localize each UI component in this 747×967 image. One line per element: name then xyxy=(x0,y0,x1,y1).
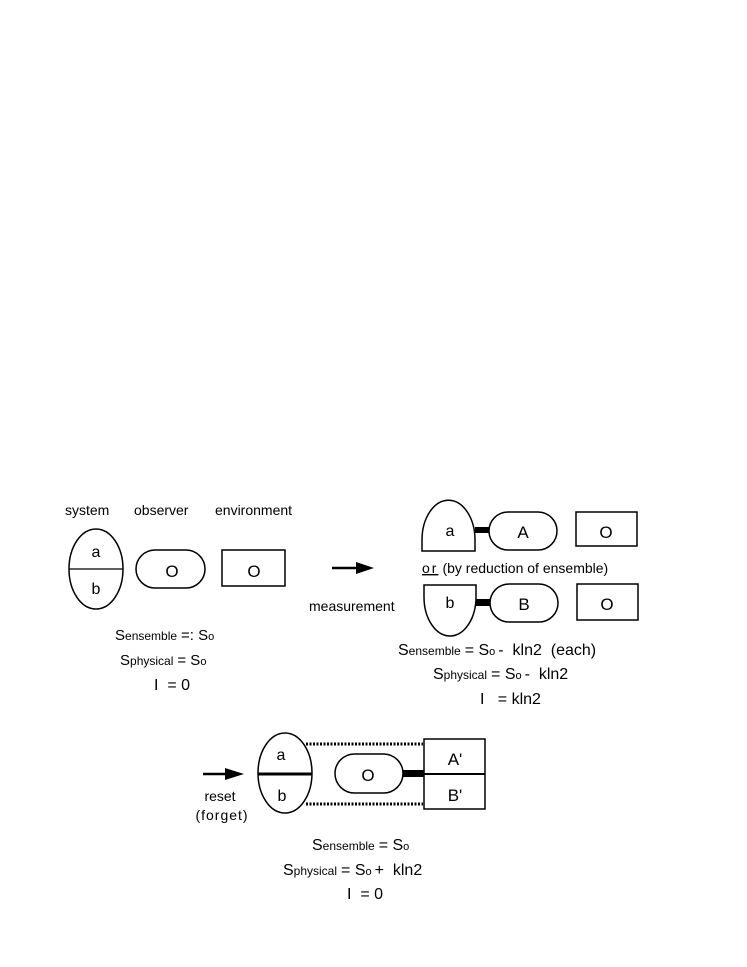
half-system-b xyxy=(423,584,477,637)
physical-entropy-equation: Sphysical = So xyxy=(120,652,206,669)
stage-measurement: a A O or(by reduction of ensemble) b B O… xyxy=(398,499,639,708)
entropy-symbol: S xyxy=(398,642,409,659)
subscript: ensemble xyxy=(409,644,461,658)
or-separator: or(by reduction of ensemble) xyxy=(422,560,608,576)
environment-state-a: O xyxy=(599,523,612,542)
environment-box-a xyxy=(575,511,638,547)
environment-record-a: A' xyxy=(448,750,463,769)
measurement-arrow: measurement xyxy=(309,562,395,614)
entropy-symbol: S xyxy=(120,652,130,669)
stage-reset: a b O A' B' Sensemble= So Sphysical= So+… xyxy=(257,732,486,903)
system-state-a: a xyxy=(92,544,101,561)
observer-record-b: B xyxy=(518,595,529,614)
equation-rhs: =: S xyxy=(181,627,208,644)
stage-initial: system observer environment a b O O Sens… xyxy=(65,502,292,694)
coupling-link xyxy=(475,527,489,533)
entropy-symbol: S xyxy=(312,837,323,854)
observer-state: O xyxy=(165,562,178,581)
physical-entropy-equation: Sphysical = So- kln2 xyxy=(433,666,568,683)
equation-tail: - kln2 xyxy=(525,666,569,683)
ensemble-entropy-equation: Sensemble = So- kln2 (each) xyxy=(398,642,596,659)
system-state-b: b xyxy=(92,581,101,598)
entropy-symbol: S xyxy=(433,666,444,683)
equation-tail: - kln2 (each) xyxy=(498,642,596,659)
subscript: ensemble xyxy=(125,629,177,643)
observer-state: O xyxy=(361,766,374,785)
physical-entropy-equation: Sphysical = So+ kln2 xyxy=(283,862,422,879)
ensemble-entropy-equation: Sensemble = So xyxy=(312,837,409,854)
half-system-a xyxy=(421,499,476,552)
equation-rhs: = S xyxy=(177,652,200,669)
environment-record-b: B' xyxy=(448,786,463,805)
forget-label: (forget) xyxy=(195,807,248,823)
equation-rhs: = S xyxy=(379,837,403,854)
environment-state-b: O xyxy=(600,595,613,614)
information-equation: I = 0 xyxy=(154,677,190,694)
branch-b-system-state: b xyxy=(446,595,455,612)
subscript: o xyxy=(516,670,522,682)
environment-state: O xyxy=(247,562,260,581)
observer-label: observer xyxy=(134,502,189,518)
environment-label: environment xyxy=(215,502,292,518)
information-equation: I = kln2 xyxy=(480,691,541,708)
coupling-link xyxy=(403,770,424,777)
reset-label: reset xyxy=(204,788,235,804)
equation-rhs: = S xyxy=(491,666,515,683)
branch-a-system-state: a xyxy=(446,523,455,540)
observer-capsule-b xyxy=(489,583,559,623)
subscript: o xyxy=(200,656,206,668)
subscript: physical xyxy=(130,654,173,668)
system-state-a: a xyxy=(277,747,286,764)
observer-capsule-a xyxy=(488,511,558,551)
observer-capsule xyxy=(135,549,206,589)
subscript: ensemble xyxy=(323,839,375,853)
subscript: o xyxy=(366,866,372,878)
or-explanation: (by reduction of ensemble) xyxy=(442,560,608,576)
entropy-symbol: S xyxy=(115,627,125,644)
subscript: o xyxy=(403,841,409,853)
coupling-link xyxy=(476,599,490,606)
subscript: physical xyxy=(294,864,337,878)
equation-tail: + kln2 xyxy=(375,862,423,879)
or-word: or xyxy=(422,560,438,576)
information-equation: I = 0 xyxy=(347,886,383,903)
system-label: system xyxy=(65,502,109,518)
measurement-label: measurement xyxy=(309,598,395,614)
environment-box-b xyxy=(576,583,639,621)
entropy-symbol: S xyxy=(283,862,294,879)
reset-arrow: reset (forget) xyxy=(195,768,248,823)
subscript: physical xyxy=(444,668,487,682)
subscript: o xyxy=(489,646,495,658)
system-state-b: b xyxy=(278,788,287,805)
observer-record-a: A xyxy=(517,523,529,542)
equation-rhs: = S xyxy=(465,642,489,659)
equation-rhs: = S xyxy=(341,862,365,879)
subscript: o xyxy=(208,631,214,643)
ensemble-entropy-equation: Sensemble =: So xyxy=(115,627,214,644)
environment-box xyxy=(221,549,286,587)
